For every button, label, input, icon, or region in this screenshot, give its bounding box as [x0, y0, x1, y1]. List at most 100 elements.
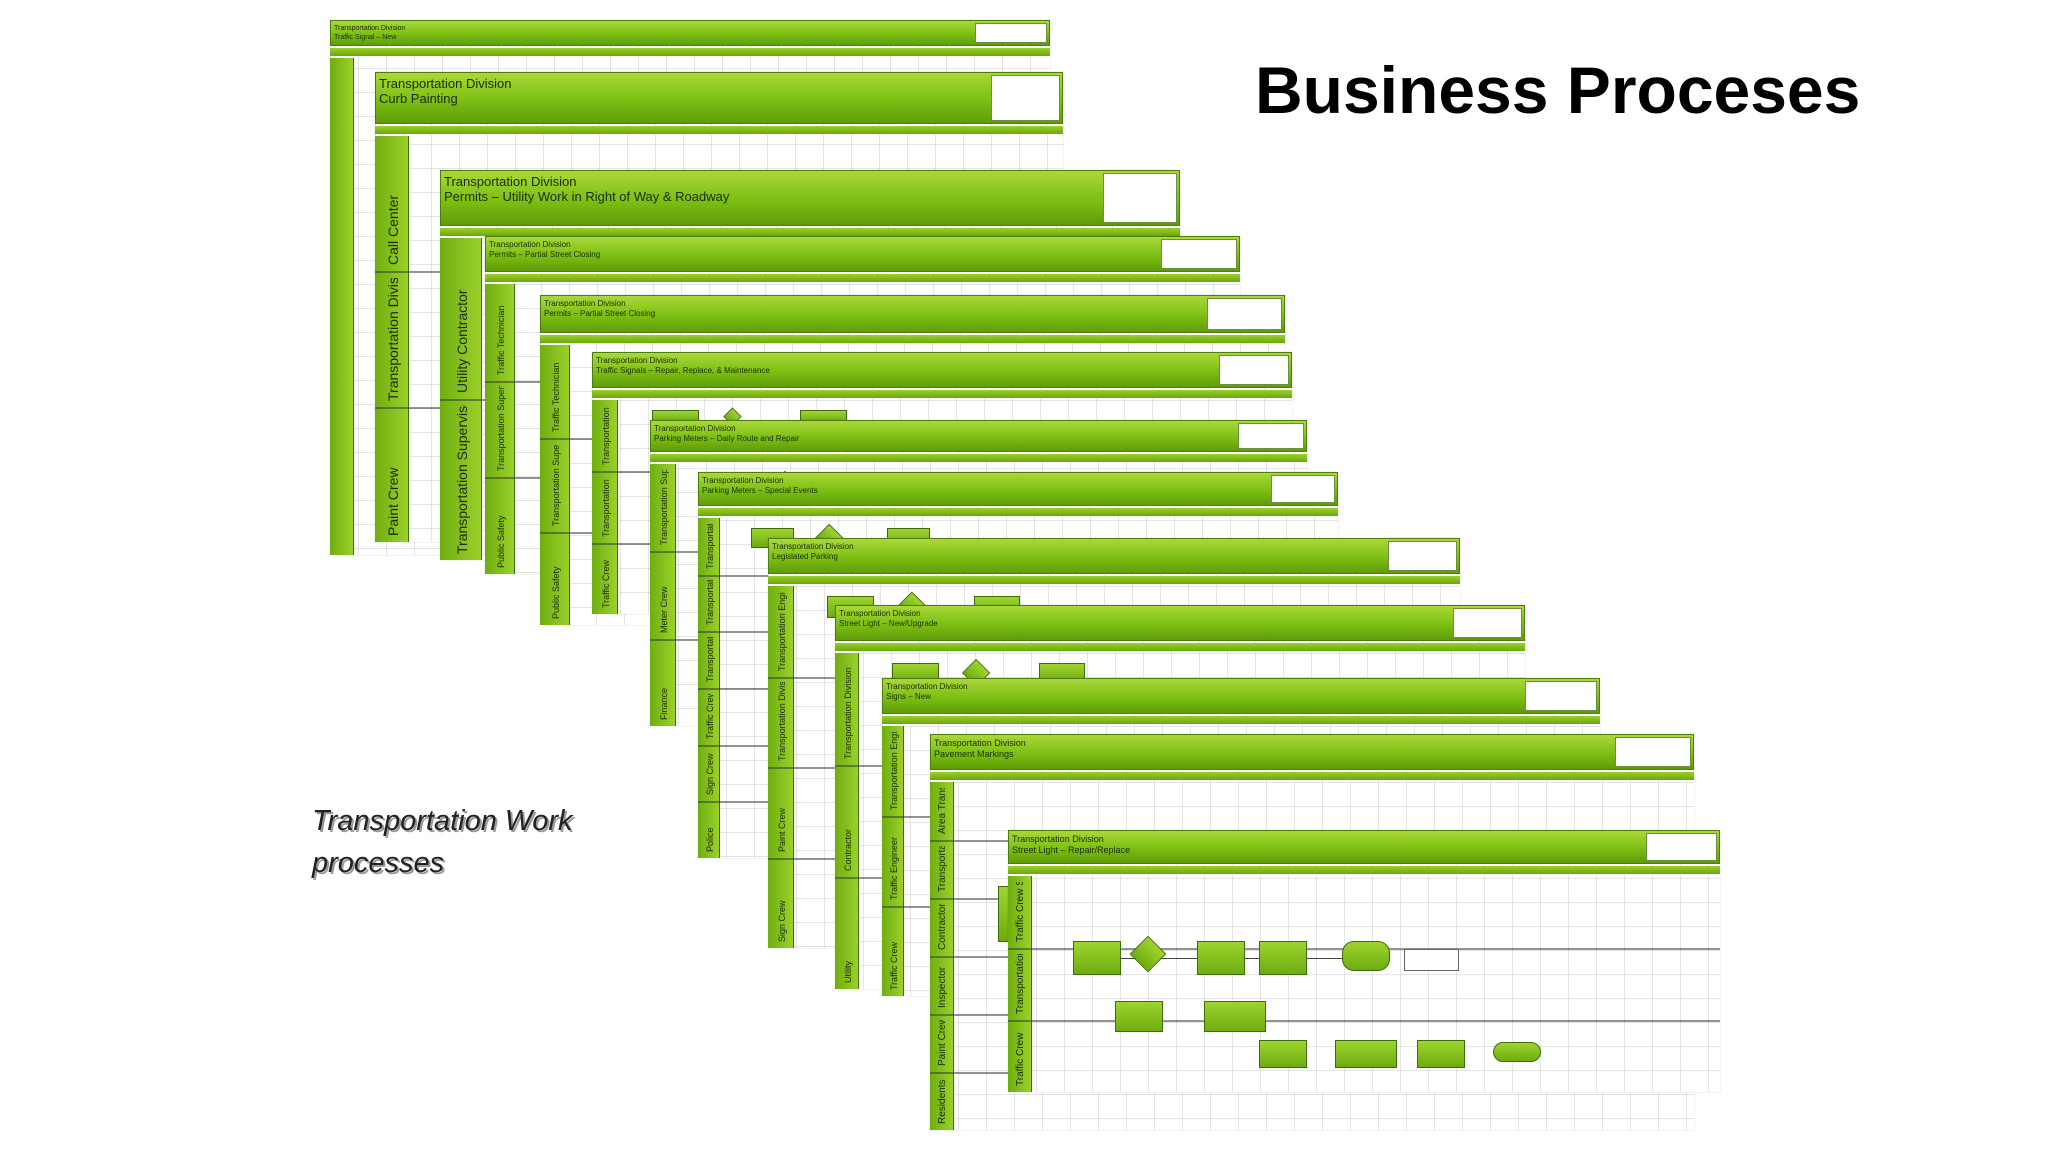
sheet-header-band — [1008, 866, 1720, 874]
swimlane-label: Traffic Technician — [496, 305, 506, 375]
sheet-title: Transportation Division Traffic Signals … — [596, 356, 770, 375]
sheet-title: Transportation Division Signs – New — [886, 682, 968, 701]
swimlane-label: Sign Crew — [777, 900, 787, 942]
swimlane-label: Transportation Supervisor — [659, 470, 669, 545]
sheet-header: Transportation Division Curb Painting — [375, 72, 1063, 124]
sheet-logo-box — [1161, 239, 1237, 269]
process-sheet: Transportation Division Street Light – R… — [1008, 830, 1720, 1092]
swimlane-label: Paint Crew — [385, 467, 401, 536]
swimlane-label: Meter Crew — [659, 586, 669, 633]
swimlane-label: Transportation Engineer — [601, 478, 611, 537]
sheet-header: Transportation Division Parking Meters –… — [698, 472, 1338, 506]
process-step — [1073, 940, 1122, 976]
swimlane-label: Contractor — [937, 904, 948, 950]
swimlane-header-column — [650, 464, 676, 726]
swimlane-label: Inspector — [937, 966, 948, 1008]
sheet-title: Transportation Division Permits – Partia… — [489, 240, 601, 259]
sheet-logo-box — [1207, 298, 1282, 330]
swimlane-label: Transportation Supervisor — [454, 405, 470, 554]
swimlane-divider — [1008, 1020, 1720, 1022]
sheet-header-band — [835, 643, 1525, 651]
slide-title: Business Proceses — [1255, 53, 1861, 127]
sheet-header-band — [768, 576, 1460, 584]
sheet-header: Transportation Division Traffic Signals … — [592, 352, 1292, 388]
sheet-logo-box — [1103, 173, 1177, 223]
sheet-header: Transportation Division Parking Meters –… — [650, 420, 1307, 452]
sheet-logo-box — [1646, 833, 1717, 861]
process-step — [1341, 940, 1390, 972]
process-step — [1492, 1042, 1542, 1062]
swimlane-label: Residents — [937, 1079, 948, 1124]
sheet-header: Transportation Division Signs – New — [882, 678, 1600, 714]
sheet-header: Transportation Division Street Light – N… — [835, 605, 1525, 641]
sheet-title: Transportation Division Permits – Utilit… — [444, 174, 730, 204]
swimlane-label: Area Transportation — [937, 788, 948, 834]
sheet-title: Transportation Division Street Light – N… — [839, 609, 938, 628]
sheet-logo-box — [975, 23, 1047, 43]
process-step — [1114, 1001, 1163, 1032]
sheet-title: Transportation Division Curb Painting — [379, 76, 512, 106]
sheet-header-band — [882, 716, 1600, 724]
swimlane-header-column — [592, 400, 618, 614]
sheet-logo-box — [1615, 737, 1691, 767]
process-step — [1259, 940, 1308, 976]
sheet-title: Transportation Division Parking Meters –… — [702, 476, 818, 495]
caption-line-1: Transportation Work — [312, 805, 573, 837]
sheet-header-band — [540, 335, 1285, 343]
swimlane-label: Traffic Crew Supervisor — [1015, 882, 1026, 942]
swimlane-label: Transportation Supervisor — [705, 637, 715, 682]
swimlane-label: Utility — [843, 961, 853, 983]
swimlane-header-column — [330, 58, 354, 555]
swimlane-header-column — [882, 726, 904, 996]
swimlane-header-column — [835, 653, 859, 989]
swimlane-header-column — [540, 345, 570, 625]
sheet-header-band — [592, 390, 1292, 398]
sheet-header-band — [375, 126, 1063, 134]
swimlane-label: Call Center — [385, 194, 401, 265]
swimlane-label: Traffic Crew — [889, 941, 899, 990]
sheet-header: Transportation Division Permits – Partia… — [540, 295, 1285, 333]
sheet-logo-box — [991, 75, 1060, 121]
sheet-header-band — [330, 48, 1050, 56]
swimlane-label: Traffic Crew — [601, 559, 611, 608]
sheet-header: Transportation Division Pavement Marking… — [930, 734, 1694, 770]
swimlane-label: Sign Crew — [705, 753, 715, 795]
swimlane-label: Traffic Crew — [705, 694, 715, 739]
sheet-header: Transportation Division Traffic Signal –… — [330, 20, 1050, 46]
swimlane-label: Transportation Division — [777, 682, 787, 761]
sheet-header-band — [930, 772, 1694, 780]
sheet-logo-box — [1219, 355, 1289, 385]
sheet-title: Transportation Division Legislated Parki… — [772, 542, 854, 561]
swimlane-label: Traffic Crew — [1015, 1032, 1026, 1086]
sheet-logo-box — [1453, 608, 1522, 638]
swimlane-label: Traffic Technician — [551, 362, 561, 432]
swimlane-label: Transportation Supervisor — [705, 524, 715, 569]
swimlane-label: Transportation Supervisor — [496, 386, 506, 471]
swimlane-label: Public Safety — [551, 566, 561, 619]
swimlane-label: Transportation Engineer — [777, 592, 787, 671]
process-step — [1204, 1001, 1266, 1032]
sheet-logo-box — [1238, 423, 1304, 449]
sheet-header: Transportation Division Legislated Parki… — [768, 538, 1460, 574]
sheet-header-band — [440, 228, 1180, 236]
sheet-header: Transportation Division Permits – Partia… — [485, 236, 1240, 272]
swimlane-label: Paint Crew — [777, 807, 787, 852]
swimlane-label: Transportation Engineer — [705, 580, 715, 625]
swimlane-label: Transportation Engineer — [889, 732, 899, 810]
swimlane-header-column — [1008, 876, 1032, 1092]
swimlane-label: Transportation Division — [385, 278, 401, 401]
sheet-title: Transportation Division Pavement Marking… — [934, 738, 1026, 759]
sheet-header: Transportation Division Street Light – R… — [1008, 830, 1720, 864]
swimlane-label: Contractor — [843, 828, 853, 871]
swimlane-label: Traffic Engineer — [889, 836, 899, 900]
slide-caption: Transportation Work processes — [312, 800, 632, 884]
swimlane-label: Transportation Division — [601, 406, 611, 465]
sheet-logo-box — [1388, 541, 1457, 571]
swimlane-label: Paint Crew — [937, 1020, 948, 1066]
swimlane-label: Finance — [659, 687, 669, 720]
sheet-header-band — [650, 454, 1307, 462]
process-step — [1334, 1040, 1397, 1069]
sheet-title: Transportation Division Traffic Signal –… — [334, 25, 406, 41]
annotation-note — [1403, 949, 1459, 972]
swimlane-header-column — [375, 136, 409, 542]
